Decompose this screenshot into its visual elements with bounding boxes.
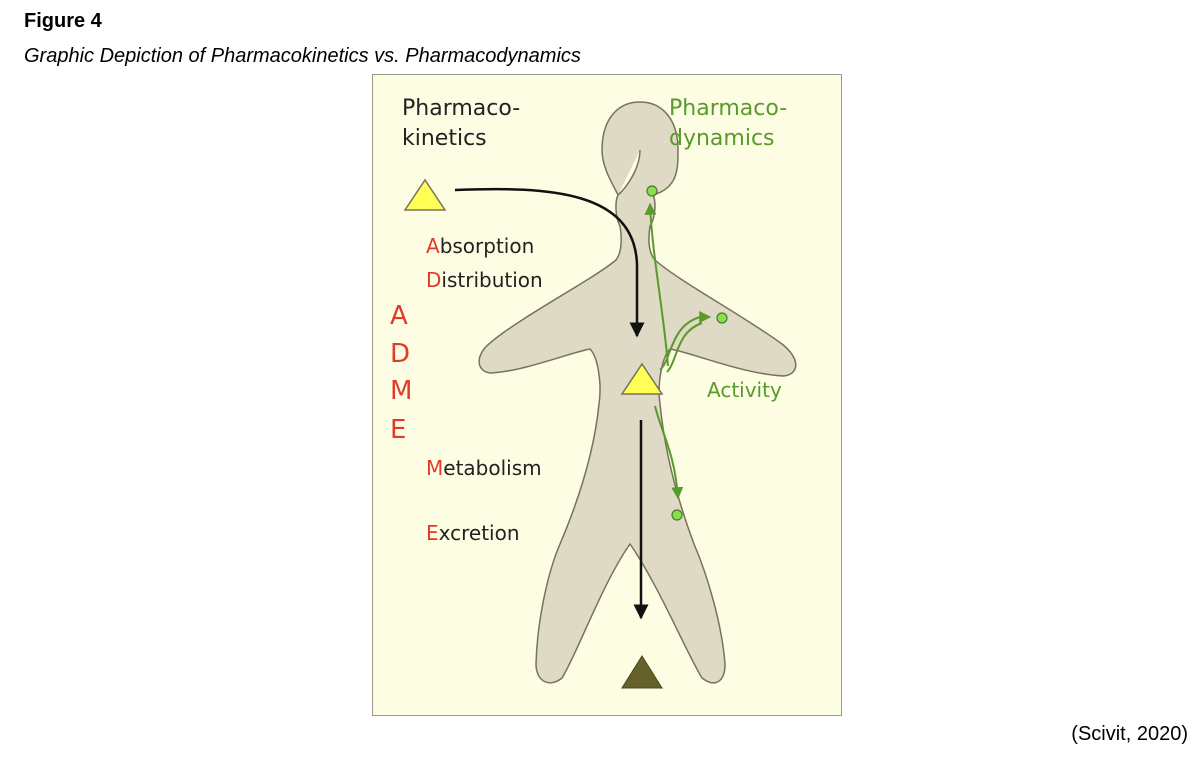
receptor-arm (716, 312, 728, 324)
activity-arrow-head (644, 202, 669, 367)
stage-excretion: Excretion (426, 521, 520, 545)
diagram-svg: Pharmaco- kinetics Pharmaco- dynamics A … (372, 74, 842, 716)
stage-excretion-rest: xcretion (439, 521, 520, 545)
metabolite-triangle (621, 655, 663, 689)
adme-letter-a: A (390, 301, 408, 331)
pd-heading-line1: Pharmaco- (669, 96, 787, 121)
drug-triangle-body (620, 362, 664, 395)
stage-excretion-initial: E (426, 521, 439, 545)
stage-metabolism: Metabolism (426, 456, 542, 480)
receptor-head (646, 185, 658, 197)
pk-heading-line1: Pharmaco- (402, 96, 520, 121)
stage-absorption-rest: bsorption (440, 234, 535, 258)
adme-letter-d: D (390, 339, 410, 369)
citation: (Scivit, 2020) (1071, 723, 1188, 745)
stage-metabolism-rest: etabolism (443, 456, 541, 480)
pd-heading-line2: dynamics (669, 126, 775, 151)
stage-distribution: Distribution (426, 268, 543, 292)
figure-caption: Graphic Depiction of Pharmacokinetics vs… (24, 45, 581, 67)
activity-arrow-arm (659, 311, 712, 371)
pk-heading-line2: kinetics (402, 126, 487, 151)
stage-metabolism-initial: M (426, 456, 443, 480)
stage-distribution-rest: istribution (441, 268, 542, 292)
stage-absorption-initial: A (426, 234, 440, 258)
adme-letter-e: E (390, 415, 406, 445)
drug-triangle-intake (403, 178, 447, 211)
pk-pd-diagram: Pharmaco- kinetics Pharmaco- dynamics A … (372, 74, 842, 716)
activity-label: Activity (707, 378, 782, 402)
absorption-arrow (454, 187, 645, 338)
receptor-leg (671, 509, 683, 521)
activity-arrow-arm-inner (666, 322, 703, 373)
stage-distribution-initial: D (426, 268, 441, 292)
activity-arrow-leg (654, 405, 684, 500)
figure-label: Figure 4 (24, 10, 102, 32)
stage-absorption: Absorption (426, 234, 534, 258)
adme-letter-m: M (390, 376, 412, 406)
